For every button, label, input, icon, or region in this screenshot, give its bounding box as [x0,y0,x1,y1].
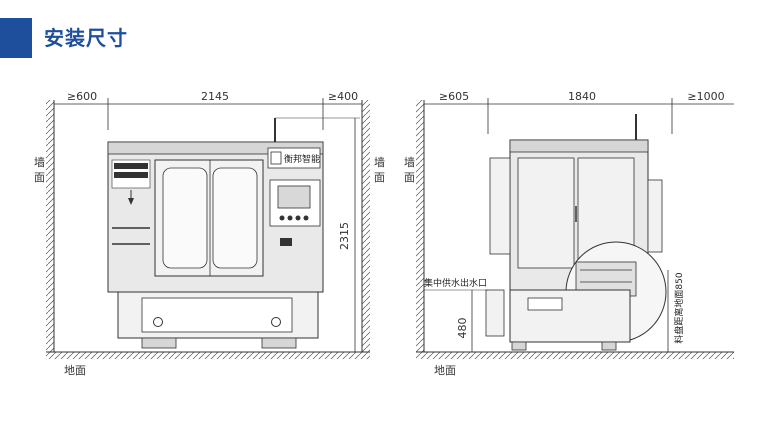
side-dim-left: ≥605 [439,90,469,103]
section-title: 安装尺寸 [44,26,128,50]
front-base-panel [141,297,293,333]
side-water-pipe-unit [485,289,505,337]
side-machine-top-trim [509,139,649,153]
front-floor-hatch [46,352,370,359]
front-right-wall-hatch [362,100,370,352]
front-button-2 [287,215,293,221]
front-button-3 [295,215,301,221]
side-floor-hatch [416,352,734,359]
front-spec-label-stripe-2 [114,172,148,178]
front-dim-right: ≥400 [328,90,358,103]
front-wall-left-char2: 面 [34,171,45,184]
side-wall-char1: 墙 [404,155,415,169]
front-wall-right-char2: 面 [374,171,385,184]
front-foot-left [141,337,177,349]
front-spec-label-stripe-1 [114,163,148,169]
front-view: ≥600 2145 ≥400 2315 墙 面 墙 面 地面 衡邦智能 [34,90,385,377]
front-floor-label: 地面 [64,364,86,377]
side-right-arm [647,179,663,253]
side-door-left [517,157,575,269]
front-door-window-right [212,167,258,269]
side-foot-right [601,341,617,351]
front-dim-width: 2145 [201,90,229,103]
front-left-wall-hatch [46,100,54,352]
side-view: ≥605 1840 ≥1000 墙 面 地面 集中供水出水口 [404,90,734,377]
side-dim-right: ≥1000 [687,90,724,103]
side-feed-label: 料盘距离地面850 [673,272,685,343]
front-button-4 [303,215,309,221]
accent-bar [0,18,32,58]
front-button-1 [279,215,285,221]
side-water-label: 集中供水出水口 [424,277,487,289]
side-foot-left [511,341,527,351]
front-logo-text: 衡邦智能 [284,153,320,165]
side-wall-char2: 面 [404,171,415,184]
front-warning-icon [128,198,134,205]
front-hmi-screen [277,185,311,209]
side-base-plate [527,297,563,311]
side-dim-depth: 1840 [568,90,596,103]
front-switch [280,238,292,246]
front-wall-right-char1: 墙 [374,155,385,169]
front-base-hole-left [153,317,163,327]
side-left-unit [489,157,511,255]
front-dim-height: 2315 [338,222,351,250]
logo-icon [270,151,282,165]
section-header: 安装尺寸 [0,18,780,58]
side-left-wall-hatch [416,100,424,352]
front-dim-left: ≥600 [67,90,97,103]
side-dim-480: 480 [456,318,469,339]
front-door-window-left [162,167,208,269]
front-base-hole-right [271,317,281,327]
front-wall-left-char1: 墙 [34,155,45,169]
front-foot-right [261,337,297,349]
side-floor-label: 地面 [434,364,456,377]
